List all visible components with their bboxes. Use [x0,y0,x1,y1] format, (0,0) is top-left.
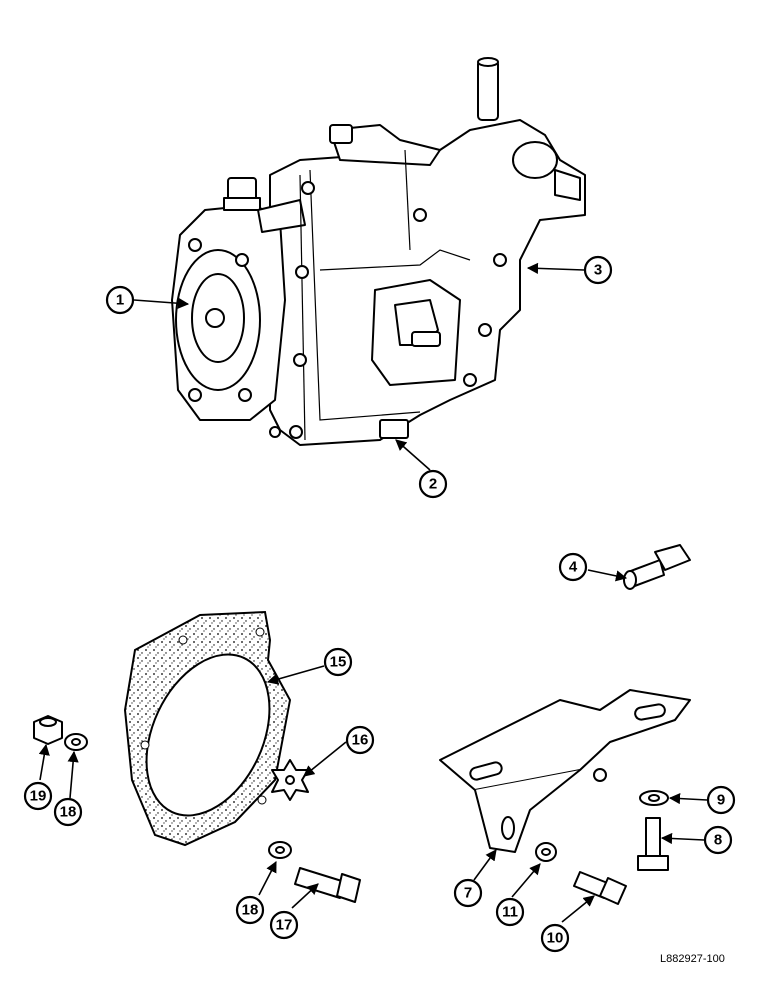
bracket-part-7 [439,689,691,853]
washer-part-9 [639,790,669,806]
callout-17: 17 [269,910,299,940]
svg-text:16: 16 [352,732,369,749]
bolt-part-8 [637,817,669,871]
svg-text:18: 18 [242,902,259,919]
callout-9: 9 [706,785,736,815]
bolt-part-17 [294,867,361,903]
svg-text:19: 19 [30,788,47,805]
washer-part-18a [64,733,88,751]
callout-11: 11 [495,897,525,927]
fitting-part-4 [623,544,691,590]
washer-part-18b [268,841,292,859]
callout-3: 3 [583,255,613,285]
nut-part-19 [33,715,63,745]
star-washer-part-16 [271,759,309,801]
callout-7: 7 [453,878,483,908]
svg-text:17: 17 [276,917,293,934]
reference-code: L882927-100 [660,953,725,965]
leader-lines [38,262,708,923]
callout-15: 15 [323,647,353,677]
svg-text:11: 11 [502,904,518,921]
callout-16: 16 [345,725,375,755]
fuel-pump-assembly [171,57,586,446]
svg-text:1: 1 [116,292,124,309]
svg-text:9: 9 [717,792,725,809]
callout-18a: 18 [53,797,83,827]
svg-text:15: 15 [330,654,347,671]
callout-1: 1 [105,285,135,315]
svg-text:10: 10 [547,930,564,947]
washer-part-11 [535,842,557,862]
callout-8: 8 [703,825,733,855]
svg-text:7: 7 [464,885,472,902]
callout-4: 4 [558,552,588,582]
svg-text:2: 2 [429,476,437,493]
svg-text:8: 8 [714,832,722,849]
callout-2: 2 [418,469,448,499]
callout-10: 10 [540,923,570,953]
svg-text:3: 3 [594,262,602,279]
svg-text:4: 4 [569,559,578,576]
svg-text:18: 18 [60,804,77,821]
bolt-part-10 [573,871,627,905]
callout-18b: 18 [235,895,265,925]
callout-19: 19 [23,781,53,811]
gasket-part-15 [123,610,292,847]
